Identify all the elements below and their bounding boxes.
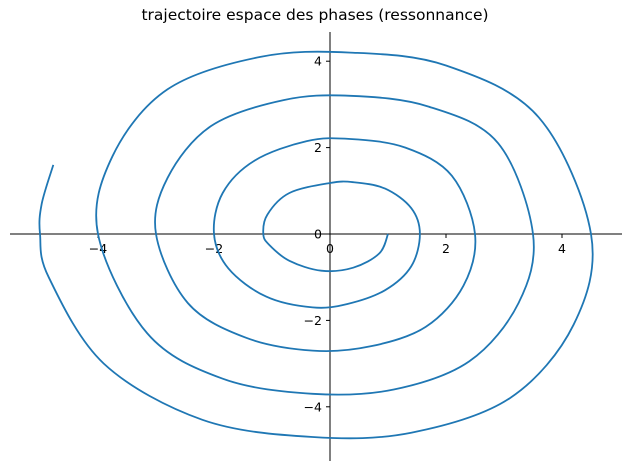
y-tick-label: 2 (314, 140, 322, 155)
y-tick-label: −4 (304, 399, 322, 414)
tick-marks: −4 −2 0 2 4 −4 −2 0 2 4 (89, 54, 566, 415)
y-tick-label: −2 (304, 313, 322, 328)
y-tick-label: 0 (314, 227, 322, 242)
x-tick-label: 2 (442, 241, 450, 256)
trajectory-line (38, 50, 594, 440)
x-tick-label: −2 (205, 241, 223, 256)
x-tick-label: 4 (558, 241, 566, 256)
x-tick-label: −4 (89, 241, 107, 256)
x-tick-label: 0 (326, 241, 334, 256)
axes (10, 32, 622, 461)
chart-title: trajectoire espace des phases (ressonnan… (141, 6, 489, 24)
y-tick-label: 4 (314, 54, 322, 69)
